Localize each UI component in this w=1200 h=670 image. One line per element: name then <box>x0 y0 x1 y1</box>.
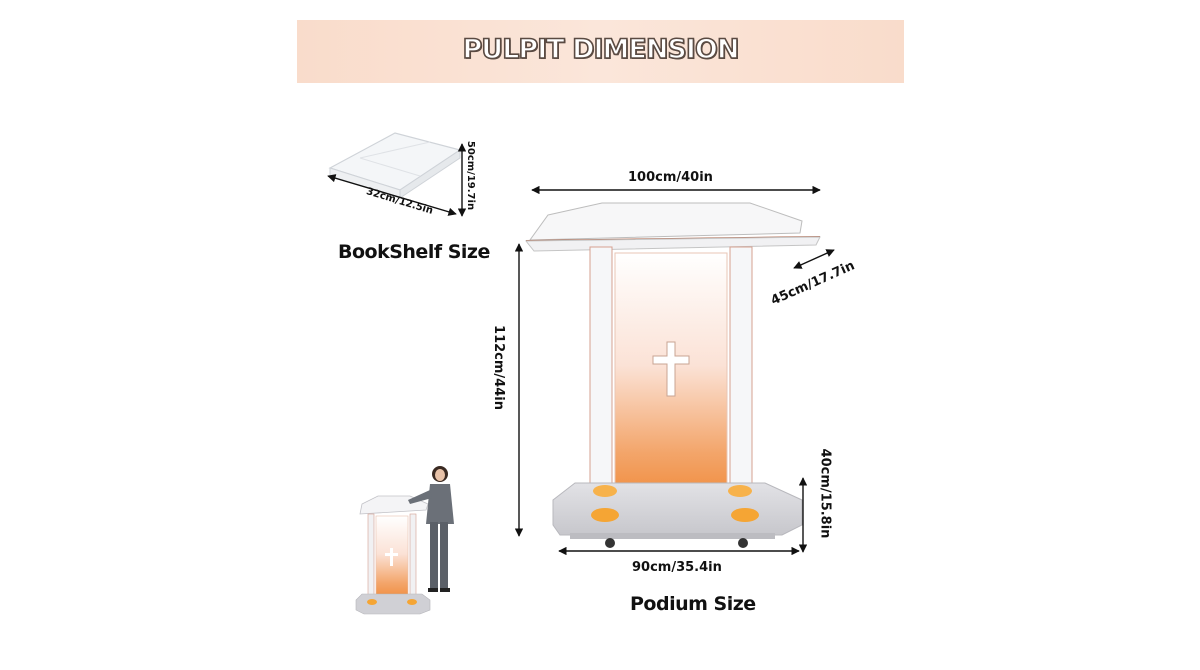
bookshelf-height-arrow <box>457 143 467 217</box>
podium-illustration <box>524 202 821 548</box>
podium-height-label: 112cm/44in <box>490 325 506 410</box>
bookshelf-caption: BookShelf Size <box>338 241 490 263</box>
speaker-at-podium-photo <box>355 466 454 615</box>
page-title: PULPIT DIMENSION <box>462 33 741 66</box>
podium-top-width-arrow <box>531 185 821 195</box>
podium-height-arrow <box>514 243 524 537</box>
title-banner: PULPIT DIMENSION <box>297 20 904 83</box>
bookshelf-width-arrow <box>327 174 457 216</box>
podium-depth-arrow <box>793 249 835 269</box>
podium-base-width-arrow <box>558 546 800 556</box>
bookshelf-height-label: 50cm/19.7in <box>465 140 477 211</box>
podium-top-width-label: 100cm/40in <box>628 170 713 185</box>
podium-base-width-label: 90cm/35.4in <box>632 560 722 575</box>
podium-caption: Podium Size <box>630 593 756 615</box>
podium-base-height-arrow <box>798 477 808 553</box>
podium-base-height-label: 40cm/15.8in <box>817 448 833 539</box>
